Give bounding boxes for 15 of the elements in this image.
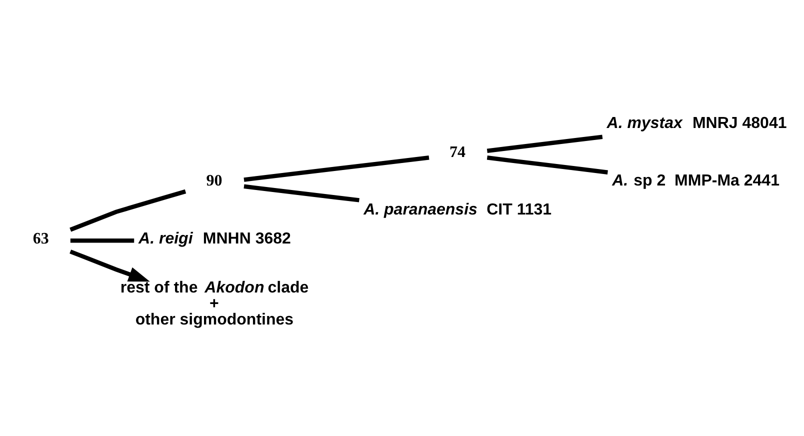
connector <box>244 155 430 182</box>
node-text: A. reigi MNHN 3682 <box>138 230 291 248</box>
node-text: A. paranaensis CIT 1131 <box>364 202 552 219</box>
arrow <box>70 250 150 282</box>
node-text: A. mystax MNRJ 48041 <box>606 115 787 132</box>
node-text: rest of the Akodon clade + other sigmodontines <box>120 279 309 328</box>
node-text: 63 <box>32 230 49 248</box>
connector <box>244 184 360 202</box>
node-text: 74 <box>449 144 466 161</box>
connector <box>486 134 603 153</box>
connector <box>70 189 186 232</box>
node-text: 90 <box>206 172 222 190</box>
node-text: A. sp 2 MMP-Ma 2441 <box>612 172 780 190</box>
connector <box>70 238 134 243</box>
connector <box>486 156 608 174</box>
